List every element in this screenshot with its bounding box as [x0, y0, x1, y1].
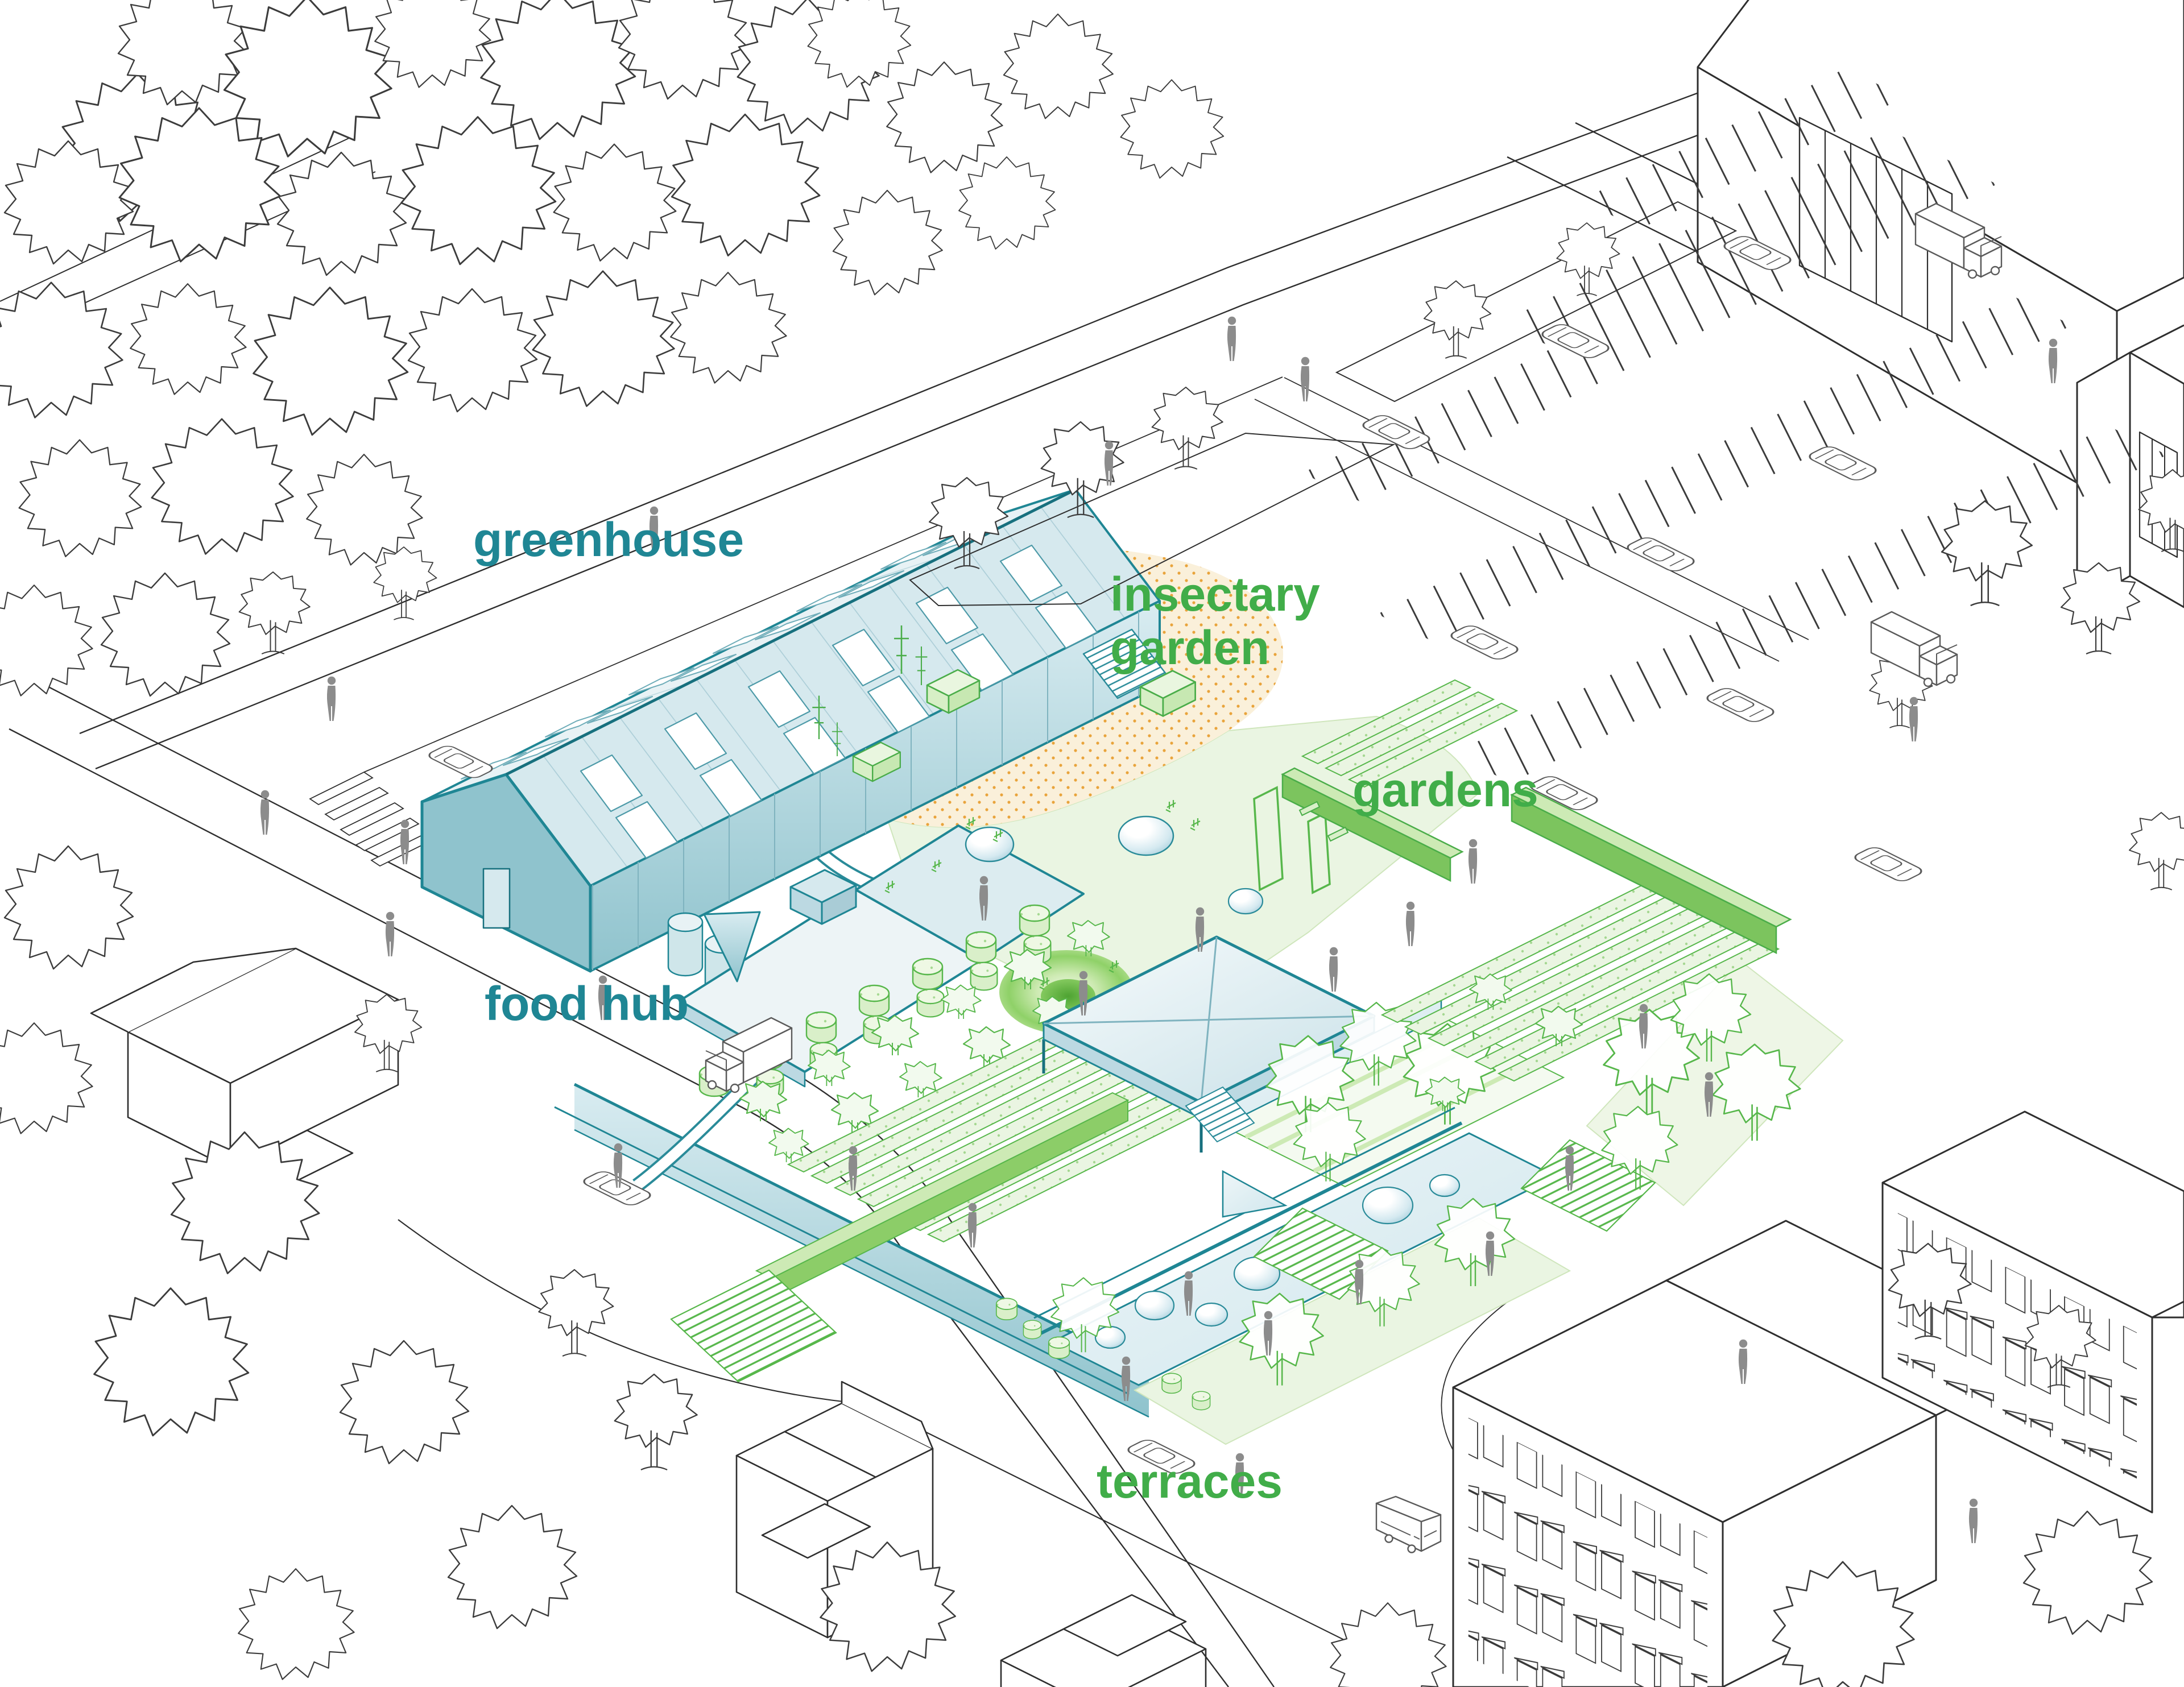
label-food-hub: food hub: [485, 977, 689, 1030]
label-greenhouse: greenhouse: [473, 513, 744, 566]
tree: [93, 1287, 250, 1437]
tree: [400, 116, 557, 266]
tree: [538, 1269, 614, 1357]
planter-cylinder: [805, 1011, 837, 1044]
car: [1805, 444, 1881, 483]
planter-cylinder: [916, 988, 945, 1018]
tree: [0, 281, 123, 418]
person: [385, 911, 395, 956]
person: [1968, 1498, 1978, 1543]
tree: [958, 156, 1056, 250]
minibus: [1375, 1495, 1442, 1553]
person: [326, 676, 336, 721]
tree: [670, 272, 787, 384]
tree: [1120, 79, 1225, 179]
person: [1300, 357, 1310, 401]
person: [1468, 839, 1478, 884]
tree: [480, 0, 636, 140]
tree: [374, 0, 491, 88]
planter-cylinder: [1023, 1320, 1042, 1340]
tree: [832, 189, 943, 296]
terraces-area: [670, 1106, 1656, 1411]
label-gardens: gardens: [1352, 763, 1538, 816]
tree: [553, 143, 677, 262]
car: [1702, 686, 1778, 724]
planter-cylinder: [1192, 1391, 1211, 1411]
planter-cylinder: [1019, 904, 1050, 937]
planter-cylinder: [858, 984, 890, 1017]
canopy-funnel: [703, 911, 761, 983]
green-wall: [1281, 767, 1464, 882]
planter-cylinder: [995, 1298, 1018, 1321]
tree: [0, 585, 93, 697]
tree: [223, 0, 392, 157]
sunken-courtyard: [1185, 998, 1565, 1188]
tree: [1423, 280, 1492, 359]
greenhouse-building: [420, 488, 1167, 998]
street-median: [909, 387, 1396, 607]
glass-dome: [965, 826, 1015, 863]
person: [967, 1203, 977, 1247]
car: [1446, 623, 1523, 662]
tree: [238, 1568, 355, 1680]
tree: [407, 288, 538, 413]
planter-cylinder: [965, 931, 997, 964]
tree: [614, 1373, 698, 1471]
tree: [276, 151, 407, 276]
car: [424, 743, 497, 781]
tree: [238, 571, 311, 654]
tree: [0, 1022, 93, 1134]
car: [1623, 535, 1699, 574]
person: [1405, 901, 1415, 946]
tree: [18, 439, 142, 557]
tree: [2022, 1510, 2153, 1635]
tree: [1330, 1602, 1447, 1687]
tree: [373, 546, 437, 620]
planter-cylinder: [970, 961, 998, 991]
tree: [2128, 812, 2184, 890]
tree: [339, 1340, 470, 1465]
planter-cylinder: [1048, 1336, 1070, 1359]
benches: [1298, 801, 1349, 842]
tree: [100, 572, 231, 697]
label-insectary-garden: insectary garden: [1110, 567, 1320, 675]
car: [1850, 845, 1926, 884]
tree: [886, 61, 1003, 173]
tree: [447, 1504, 578, 1630]
tree: [3, 845, 134, 970]
crosswalk: [309, 771, 435, 867]
glass-dome: [1118, 815, 1174, 856]
glass-dome: [1227, 888, 1264, 915]
courtyard-steps: [1185, 1086, 1255, 1143]
person: [1329, 947, 1338, 992]
tree: [1151, 387, 1223, 470]
garden-beds-east: [1281, 679, 1792, 1112]
greenhouse-door: [482, 868, 511, 929]
green-wall: [1510, 786, 1792, 955]
tree: [151, 418, 294, 555]
tree: [532, 270, 675, 407]
tree: [618, 0, 748, 100]
person: [1227, 316, 1236, 361]
label-terraces: terraces: [1097, 1454, 1283, 1508]
tree: [1003, 13, 1114, 119]
tree: [671, 113, 821, 256]
glass-wedge: [1222, 1170, 1288, 1218]
house: [1000, 1594, 1207, 1687]
canopy-box: [789, 869, 857, 925]
planter-cylinder: [1161, 1373, 1182, 1394]
tree: [253, 287, 409, 436]
planter-cylinder: [912, 958, 944, 990]
tree: [130, 283, 247, 395]
